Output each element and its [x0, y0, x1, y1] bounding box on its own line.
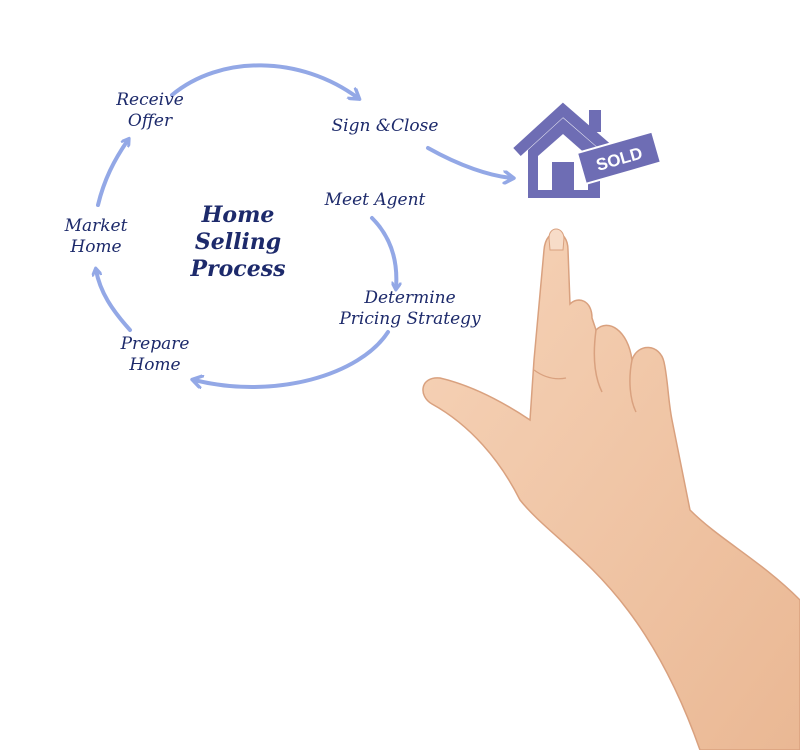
title-line-3: Process [190, 256, 286, 282]
arrow-receive-to-sign [170, 63, 358, 98]
step-meet-agent: Meet Agent [300, 190, 450, 211]
arrow-meet-to-determine [370, 216, 396, 288]
index-fingernail [548, 228, 565, 251]
step-prepare-line-1: Prepare [120, 334, 190, 354]
step-market-line-1: Market [64, 216, 128, 236]
house-icon [513, 102, 613, 198]
step-sign-close-line-1: Sign &Close [331, 116, 439, 136]
step-receive-line-2: Offer [127, 111, 173, 131]
step-market-home: Market Home [44, 216, 148, 258]
step-determine-pricing: Determine Pricing Strategy [310, 288, 510, 330]
step-determine-line-1: Determine [364, 288, 456, 308]
step-prepare-line-2: Home [129, 355, 181, 375]
arrow-prepare-to-market [96, 270, 132, 332]
step-sign-close: Sign &Close [305, 116, 465, 137]
arrow-determine-to-prepare [194, 330, 390, 387]
title-line-2: Selling [194, 229, 282, 255]
step-receive-offer: Receive Offer [94, 90, 206, 132]
arrow-market-to-receive [96, 140, 128, 207]
step-prepare-home: Prepare Home [100, 334, 210, 376]
pointing-hand [422, 228, 800, 750]
step-meet-agent-line-1: Meet Agent [324, 190, 426, 210]
step-determine-line-2: Pricing Strategy [339, 309, 481, 329]
title-line-1: Home [201, 202, 275, 228]
sold-tag-icon: SOLD [575, 130, 663, 186]
diagram-title: Home Selling Process [178, 202, 298, 283]
step-market-line-2: Home [70, 237, 122, 257]
arrow-sign-to-house [426, 146, 512, 178]
cycle-arrows [96, 63, 512, 387]
step-receive-line-1: Receive [116, 90, 184, 110]
